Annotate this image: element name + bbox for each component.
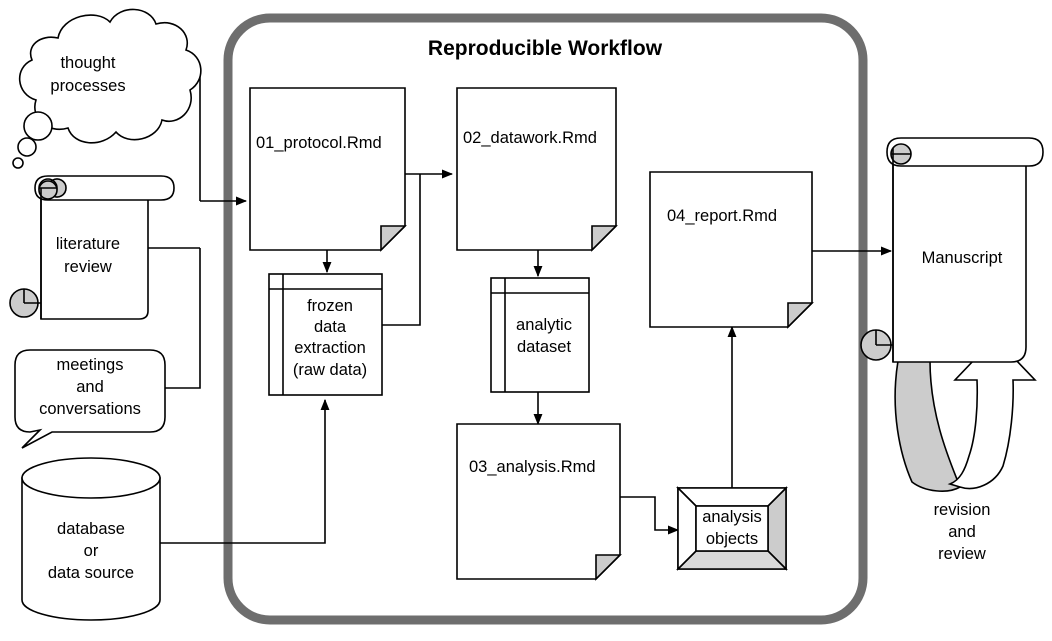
connector-database-to-frozen: [160, 398, 330, 544]
database-label-line-3: data source: [48, 564, 134, 582]
thought-label-line-1: thought: [60, 54, 115, 72]
thought-bubble-small: [12, 157, 24, 169]
meetings-label-line-1: meetings: [57, 356, 124, 374]
loop-descending-band: [894, 360, 961, 492]
thought-bubble-large: [23, 111, 53, 141]
revision-label-line-1: revision: [934, 501, 991, 519]
input-literature-review[interactable]: literature review: [9, 175, 175, 320]
frozen-label-line-4: (raw data): [293, 361, 367, 379]
speech-bubble-shape: [14, 349, 166, 449]
input-database-source[interactable]: database or data source: [21, 457, 161, 621]
document-fold: [380, 225, 407, 252]
document-04-label: 04_report.Rmd: [667, 207, 777, 225]
frozen-label-line-3: extraction: [294, 339, 366, 357]
database-label-line-1: database: [57, 520, 125, 538]
analytic-label-line-1: analytic: [516, 316, 572, 334]
reproducible-workflow-container: Reproducible Workflow: [223, 13, 868, 625]
analytic-label-line-2: dataset: [517, 338, 572, 356]
database-label-line-2: or: [84, 542, 99, 560]
revision-review-loop: revision and review: [894, 336, 1037, 563]
analysis-objects-label-line-1: analysis: [702, 508, 762, 526]
document-fold: [595, 554, 622, 581]
document-02-datawork[interactable]: 02_datawork.Rmd: [456, 87, 618, 252]
connector-meetings-to-spine: [165, 248, 201, 389]
container-border: [223, 13, 868, 625]
output-manuscript[interactable]: Manuscript: [860, 137, 1044, 363]
datastore-frozen-extraction[interactable]: frozen data extraction (raw data): [268, 273, 383, 396]
scroll-top-circle: [38, 180, 58, 200]
revision-label-line-2: and: [948, 523, 976, 541]
frozen-label-line-1: frozen: [307, 297, 353, 315]
internal-storage-shape: [490, 277, 590, 393]
datastore-analytic-dataset[interactable]: analytic dataset: [490, 277, 590, 393]
manuscript-body: [892, 147, 1027, 363]
cylinder-body: [21, 477, 161, 621]
manuscript-top-roll: [886, 137, 1044, 167]
analysis-objects-label-line-2: objects: [706, 530, 758, 548]
revision-label-line-3: review: [938, 545, 986, 563]
document-02-label: 02_datawork.Rmd: [463, 129, 597, 147]
manuscript-bottom-tick: [875, 330, 893, 346]
page-title: Reproducible Workflow: [428, 37, 663, 60]
meetings-label-line-3: conversations: [39, 400, 141, 418]
frozen-label-line-2: data: [314, 318, 347, 336]
input-meetings-conversations[interactable]: meetings and conversations: [14, 349, 166, 449]
manuscript-label: Manuscript: [922, 249, 1003, 267]
document-01-label: 01_protocol.Rmd: [256, 134, 382, 152]
object-analysis-objects[interactable]: analysis objects: [676, 486, 788, 571]
meetings-label-line-2: and: [76, 378, 104, 396]
literature-label-line-1: literature: [56, 235, 120, 253]
thought-bubble-medium: [17, 137, 37, 157]
thought-cloud-shape: [18, 8, 202, 144]
document-03-analysis[interactable]: 03_analysis.Rmd: [456, 423, 622, 581]
document-03-label: 03_analysis.Rmd: [469, 458, 596, 476]
document-04-report[interactable]: 04_report.Rmd: [649, 171, 814, 329]
connector-frozen-to-datawork: [382, 174, 421, 326]
scroll-top-roll: [34, 175, 175, 201]
document-fold: [787, 302, 814, 329]
connector-analysis-to-objects: [620, 496, 680, 535]
scroll-body: [40, 187, 149, 320]
cube-front-face: [695, 505, 769, 552]
document-01-protocol[interactable]: 01_protocol.Rmd: [249, 87, 407, 252]
thought-label-line-2: processes: [50, 77, 125, 95]
document-fold: [591, 225, 618, 252]
cylinder-top: [21, 457, 161, 499]
scroll-bottom-tick: [23, 289, 41, 304]
internal-storage-shape: [268, 273, 383, 396]
input-thought-processes[interactable]: thought processes: [12, 8, 202, 169]
literature-label-line-2: review: [64, 258, 112, 276]
